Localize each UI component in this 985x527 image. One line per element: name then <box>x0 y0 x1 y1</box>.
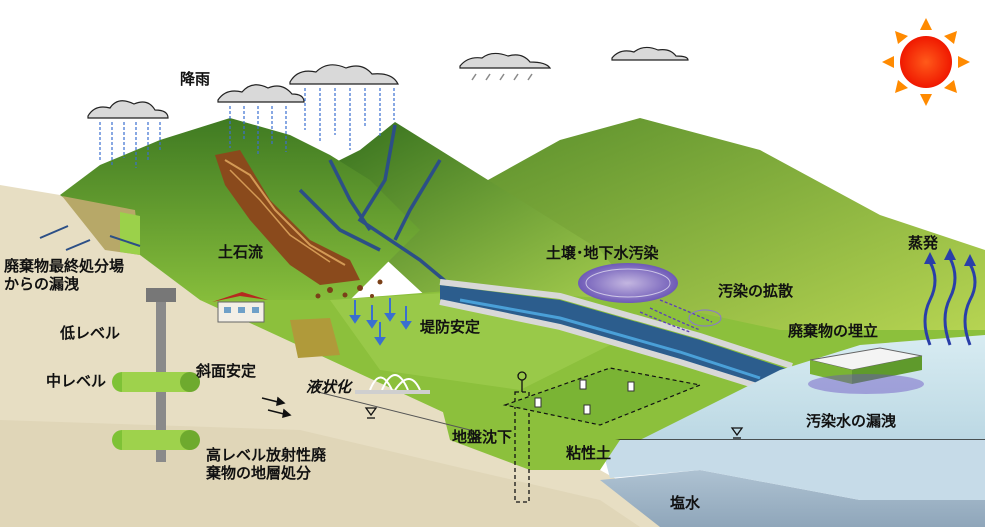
label-soil-gw-contamination: 土壌･地下水汚染 <box>546 244 659 262</box>
clay-layer <box>440 400 620 470</box>
infiltration-arrows <box>349 298 412 346</box>
well-icon <box>514 371 530 503</box>
debris-rocks <box>315 279 383 299</box>
label-ground-subsidence: 地盤沈下 <box>452 428 513 446</box>
label-slope-stability: 斜面安定 <box>196 362 257 380</box>
rain-arrow-icon <box>99 88 395 168</box>
label-debris-flow: 土石流 <box>218 243 264 261</box>
water-level-icon <box>364 407 744 439</box>
label-evaporation: 蒸発 <box>908 234 939 252</box>
label-mid-level: 中レベル <box>46 372 107 390</box>
contamination-plume <box>578 263 678 303</box>
underground-repository <box>112 288 200 462</box>
monitoring-field <box>502 367 703 426</box>
landfill-block <box>808 347 924 394</box>
levee-bottom <box>439 299 761 390</box>
house-icon <box>212 292 268 323</box>
label-contaminated-water-leak: 汚染水の漏洩 <box>806 412 897 430</box>
saltwater-wedge <box>600 470 985 527</box>
leak-arrows <box>39 225 141 251</box>
label-saltwater: 塩水 <box>670 494 701 512</box>
spread-arrows <box>639 299 713 333</box>
label-waste-landfill: 廃棄物の埋立 <box>788 322 879 340</box>
levee-top <box>439 279 793 369</box>
label-high-level: 高レベル放射性廃 棄物の地層処分 <box>206 446 327 482</box>
evaporation-arrow-icon <box>923 257 977 346</box>
label-levee-stability: 堤防安定 <box>420 318 481 336</box>
slope-terrace <box>290 318 340 358</box>
label-rainfall: 降雨 <box>180 70 211 88</box>
label-waste-leak: 廃棄物最終処分場 からの漏洩 <box>4 257 125 293</box>
coastal-water-body <box>600 440 985 500</box>
label-liquefaction: 液状化 <box>306 378 352 396</box>
slope-arrows <box>261 396 292 419</box>
label-clay: 粘性土 <box>566 444 612 462</box>
river-tributaries <box>298 124 452 287</box>
drizzle-marks <box>471 73 533 81</box>
label-contamination-spread: 汚染の拡散 <box>718 282 794 300</box>
sun-icon <box>882 18 970 106</box>
debris-flow-shape <box>215 150 360 285</box>
liquefaction-splash <box>369 374 421 391</box>
label-low-level: 低レベル <box>60 324 121 342</box>
cloud-icon <box>87 46 689 119</box>
